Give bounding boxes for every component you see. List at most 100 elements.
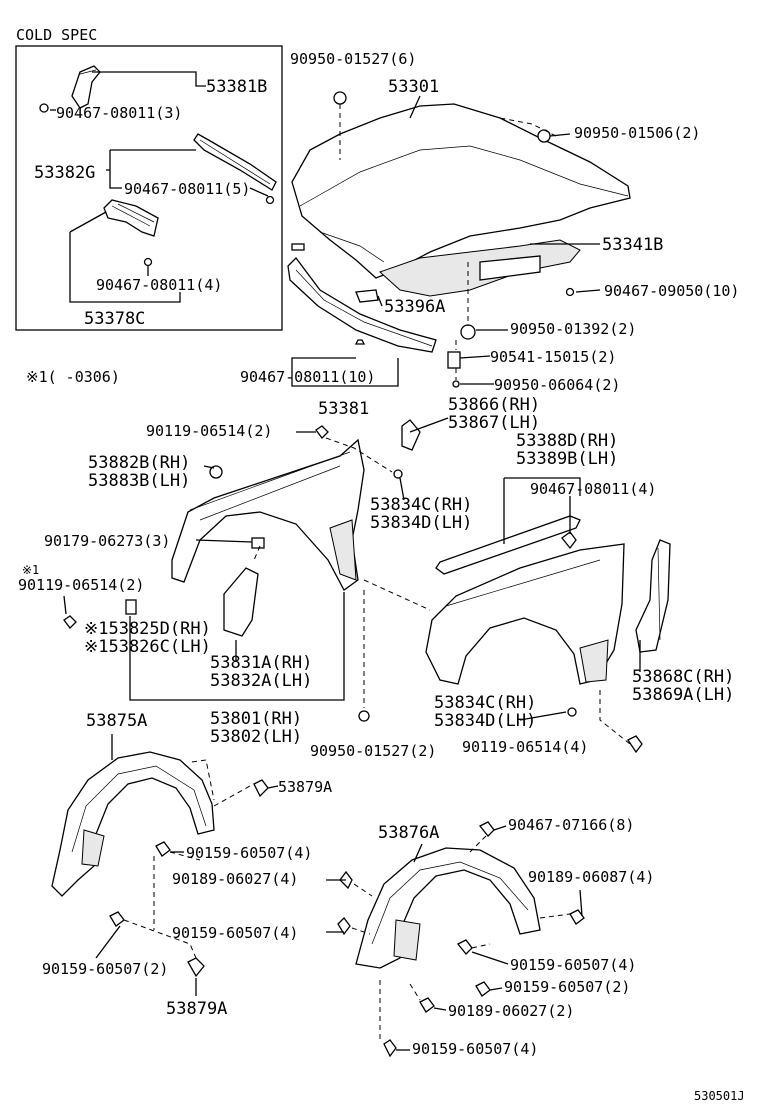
part-number-label: 53801(RH) — [210, 709, 302, 729]
part-number-label: 90119-06514(2) — [146, 422, 272, 440]
bumper-icon — [358, 710, 370, 722]
part-number-label: 90467-08011(4) — [530, 480, 656, 498]
note-marker: ※1 — [22, 563, 39, 577]
fender-53801-shape — [171, 438, 365, 591]
cold-spec-inset: COLD SPEC — [15, 26, 283, 331]
part-53866-shape — [401, 419, 421, 451]
footnote: ※1( -0306) — [26, 368, 120, 386]
part-number-label: 90950-06064(2) — [494, 376, 620, 394]
liner-vent — [81, 829, 105, 867]
diagram-code: 530501J — [694, 1089, 745, 1103]
part-number-label: 90467-08011(4) — [96, 276, 222, 294]
part-number-label: 53879A — [166, 999, 227, 1019]
spring-icon — [447, 351, 461, 369]
part-53396A-shape — [355, 289, 379, 303]
bolt-icon — [354, 339, 366, 345]
part-number-label: 90159-60507(4) — [172, 924, 298, 942]
washer-icon — [452, 380, 460, 388]
part-number-label: 53388D(RH) — [516, 431, 618, 451]
part-number-label: 90179-06273(3) — [44, 532, 170, 550]
part-53378C-shape — [103, 199, 159, 237]
seal-53381-shape — [287, 257, 437, 353]
part-number-label: 53866(RH) — [448, 395, 540, 415]
hood-53301-shape — [291, 103, 631, 279]
part-number-label: 53875A — [86, 711, 147, 731]
part-number-label: 90189-06087(4) — [528, 868, 654, 886]
part-number-label: 53396A — [384, 297, 445, 317]
bolt-icon — [565, 287, 575, 297]
bolt-icon — [569, 909, 585, 925]
liner-assembly — [51, 734, 585, 1058]
part-number-label: 53389B(LH) — [516, 449, 618, 469]
part-number-label: 53834C(RH) — [370, 495, 472, 515]
bolt-icon — [63, 615, 77, 629]
bolt-icon — [143, 257, 153, 267]
clip-icon — [567, 707, 577, 717]
bolt-icon — [627, 735, 643, 754]
fender-53802-shape — [425, 543, 625, 685]
part-53381B-shape — [71, 65, 101, 109]
part-number-label: 90159-60507(4) — [510, 956, 636, 974]
bolt-icon — [265, 195, 275, 205]
fender-bracket — [579, 639, 609, 683]
part-number-label: 90950-01506(2) — [574, 124, 700, 142]
part-number-label: 53882B(RH) — [88, 453, 190, 473]
bolt-icon — [456, 939, 473, 955]
part-number-label: 90119-06514(4) — [462, 738, 588, 756]
part-number-label: 90467-09050(10) — [604, 282, 739, 300]
bolt-icon — [478, 821, 495, 837]
part-number-label: 53831A(RH) — [210, 653, 312, 673]
clip-icon — [291, 243, 305, 251]
clip-icon — [393, 469, 403, 479]
bolt-icon — [253, 779, 269, 798]
clip-53879A-icon — [187, 957, 205, 978]
part-number-label: 53879A — [278, 778, 332, 796]
inset-frame — [15, 45, 283, 331]
part-number-label: 90950-01527(6) — [290, 50, 416, 68]
part-number-label: 53834D(LH) — [434, 711, 536, 731]
pad-icon — [125, 599, 137, 615]
part-number-label: 53876A — [378, 823, 439, 843]
part-number-label: 90159-60507(2) — [42, 960, 168, 978]
part-number-label: 90159-60507(4) — [186, 844, 312, 862]
part-number-label: 53869A(LH) — [632, 685, 734, 705]
part-53868C-shape — [635, 539, 671, 653]
part-number-label: 90541-15015(2) — [490, 348, 616, 366]
part-number-label: 90467-08011(10) — [240, 368, 375, 386]
part-number-label: 53883B(LH) — [88, 471, 190, 491]
clip-icon — [251, 537, 265, 549]
part-number-label: 53834C(RH) — [434, 693, 536, 713]
cushion-icon — [460, 324, 476, 340]
hood-assembly — [287, 91, 631, 388]
part-number-label: 53867(LH) — [448, 413, 540, 433]
hood-opening — [479, 255, 541, 281]
part-number-label: 53802(LH) — [210, 727, 302, 747]
inset-title: COLD SPEC — [16, 26, 97, 44]
part-number-label: 90467-08011(5) — [124, 180, 250, 198]
part-number-label: 90189-06027(4) — [172, 870, 298, 888]
grommet-icon — [209, 465, 223, 479]
bolt-icon — [383, 1039, 397, 1058]
part-number-label: 53378C — [84, 309, 145, 329]
liner-53876A-shape — [355, 847, 541, 969]
part-number-label: 90950-01527(2) — [310, 742, 436, 760]
bumper-icon — [333, 91, 347, 105]
part-number-label: 53381B — [206, 77, 267, 97]
part-number-label: 90467-07166(8) — [508, 816, 634, 834]
liner-vent — [393, 919, 421, 961]
part-number-label: 53834D(LH) — [370, 513, 472, 533]
molding-53388D-shape — [435, 515, 581, 575]
part-number-label: 90467-08011(3) — [56, 104, 182, 122]
bolt-icon — [315, 425, 329, 439]
fender-bracket — [329, 519, 357, 581]
part-number-label: 53381 — [318, 399, 369, 419]
fender-assembly — [63, 417, 671, 754]
clip-icon — [561, 531, 577, 550]
part-number-label: 90159-60507(4) — [412, 1040, 538, 1058]
bolt-icon — [155, 841, 171, 857]
part-number-label: 90950-01392(2) — [510, 320, 636, 338]
bolt-icon — [109, 911, 125, 927]
part-number-label: 53868C(RH) — [632, 667, 734, 687]
part-number-label: 53832A(LH) — [210, 671, 312, 691]
